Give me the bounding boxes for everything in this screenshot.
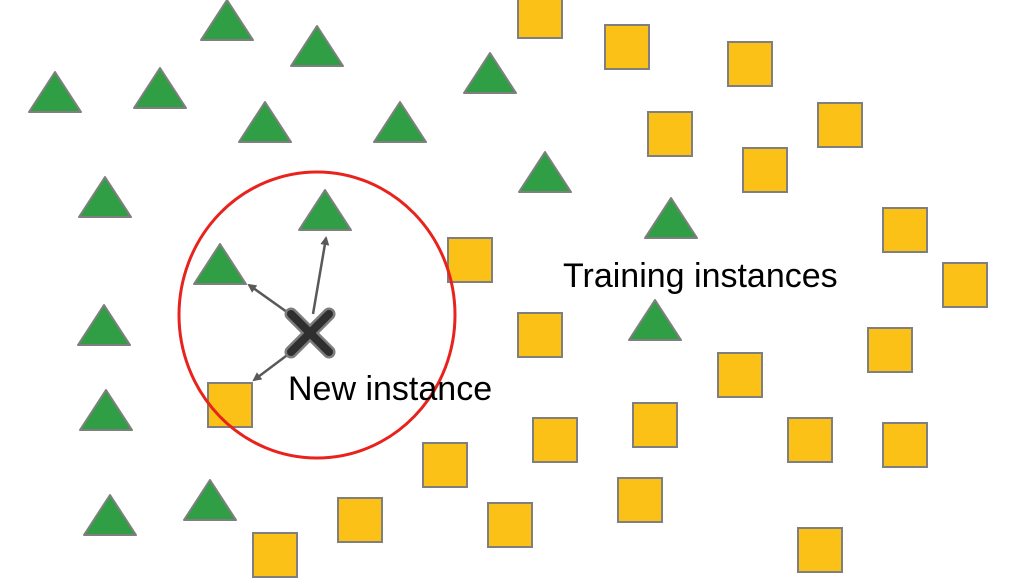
new-instance-x-icon [287, 310, 333, 356]
square-instance [337, 497, 383, 543]
training-instances-layer [28, 0, 988, 578]
triangle-instance [77, 304, 131, 346]
square-instance [632, 402, 678, 448]
triangle-instance [28, 71, 82, 113]
training-instances-label: Training instances [563, 257, 838, 295]
square-instance [817, 102, 863, 148]
square-instance [604, 24, 650, 70]
square-instance [517, 0, 563, 39]
square-instance [867, 327, 913, 373]
square-instance [207, 382, 253, 428]
triangle-instance [79, 389, 133, 431]
triangle-instance [200, 0, 254, 41]
triangle-instance [298, 189, 352, 231]
square-instance [517, 312, 563, 358]
triangle-instance [518, 151, 572, 193]
square-instance [532, 417, 578, 463]
square-instance [727, 41, 773, 87]
square-instance [422, 442, 468, 488]
square-instance [487, 502, 533, 548]
triangle-instance [644, 197, 698, 239]
triangle-instance [78, 176, 132, 218]
square-instance [717, 352, 763, 398]
square-instance [787, 417, 833, 463]
triangle-instance [238, 101, 292, 143]
square-instance [742, 147, 788, 193]
new-instance-label: New instance [288, 370, 492, 408]
square-instance [942, 262, 988, 308]
square-instance [797, 527, 843, 573]
triangle-instance [193, 243, 247, 285]
square-instance [882, 422, 928, 468]
square-instance [447, 237, 493, 283]
triangle-instance [373, 101, 427, 143]
nearest-neighbor-arrow [311, 236, 330, 315]
square-instance [252, 532, 298, 578]
triangle-instance [290, 25, 344, 67]
square-instance [882, 207, 928, 253]
triangle-instance [83, 494, 137, 536]
square-instance [647, 111, 693, 157]
triangle-instance [463, 52, 517, 94]
triangle-instance [183, 479, 237, 521]
triangle-instance [133, 67, 187, 109]
new-instance-marker-layer [284, 307, 336, 359]
neighborhood-circle-layer [177, 170, 457, 460]
neighborhood-circle [177, 170, 457, 460]
square-instance [617, 477, 663, 523]
triangle-instance [628, 299, 682, 341]
